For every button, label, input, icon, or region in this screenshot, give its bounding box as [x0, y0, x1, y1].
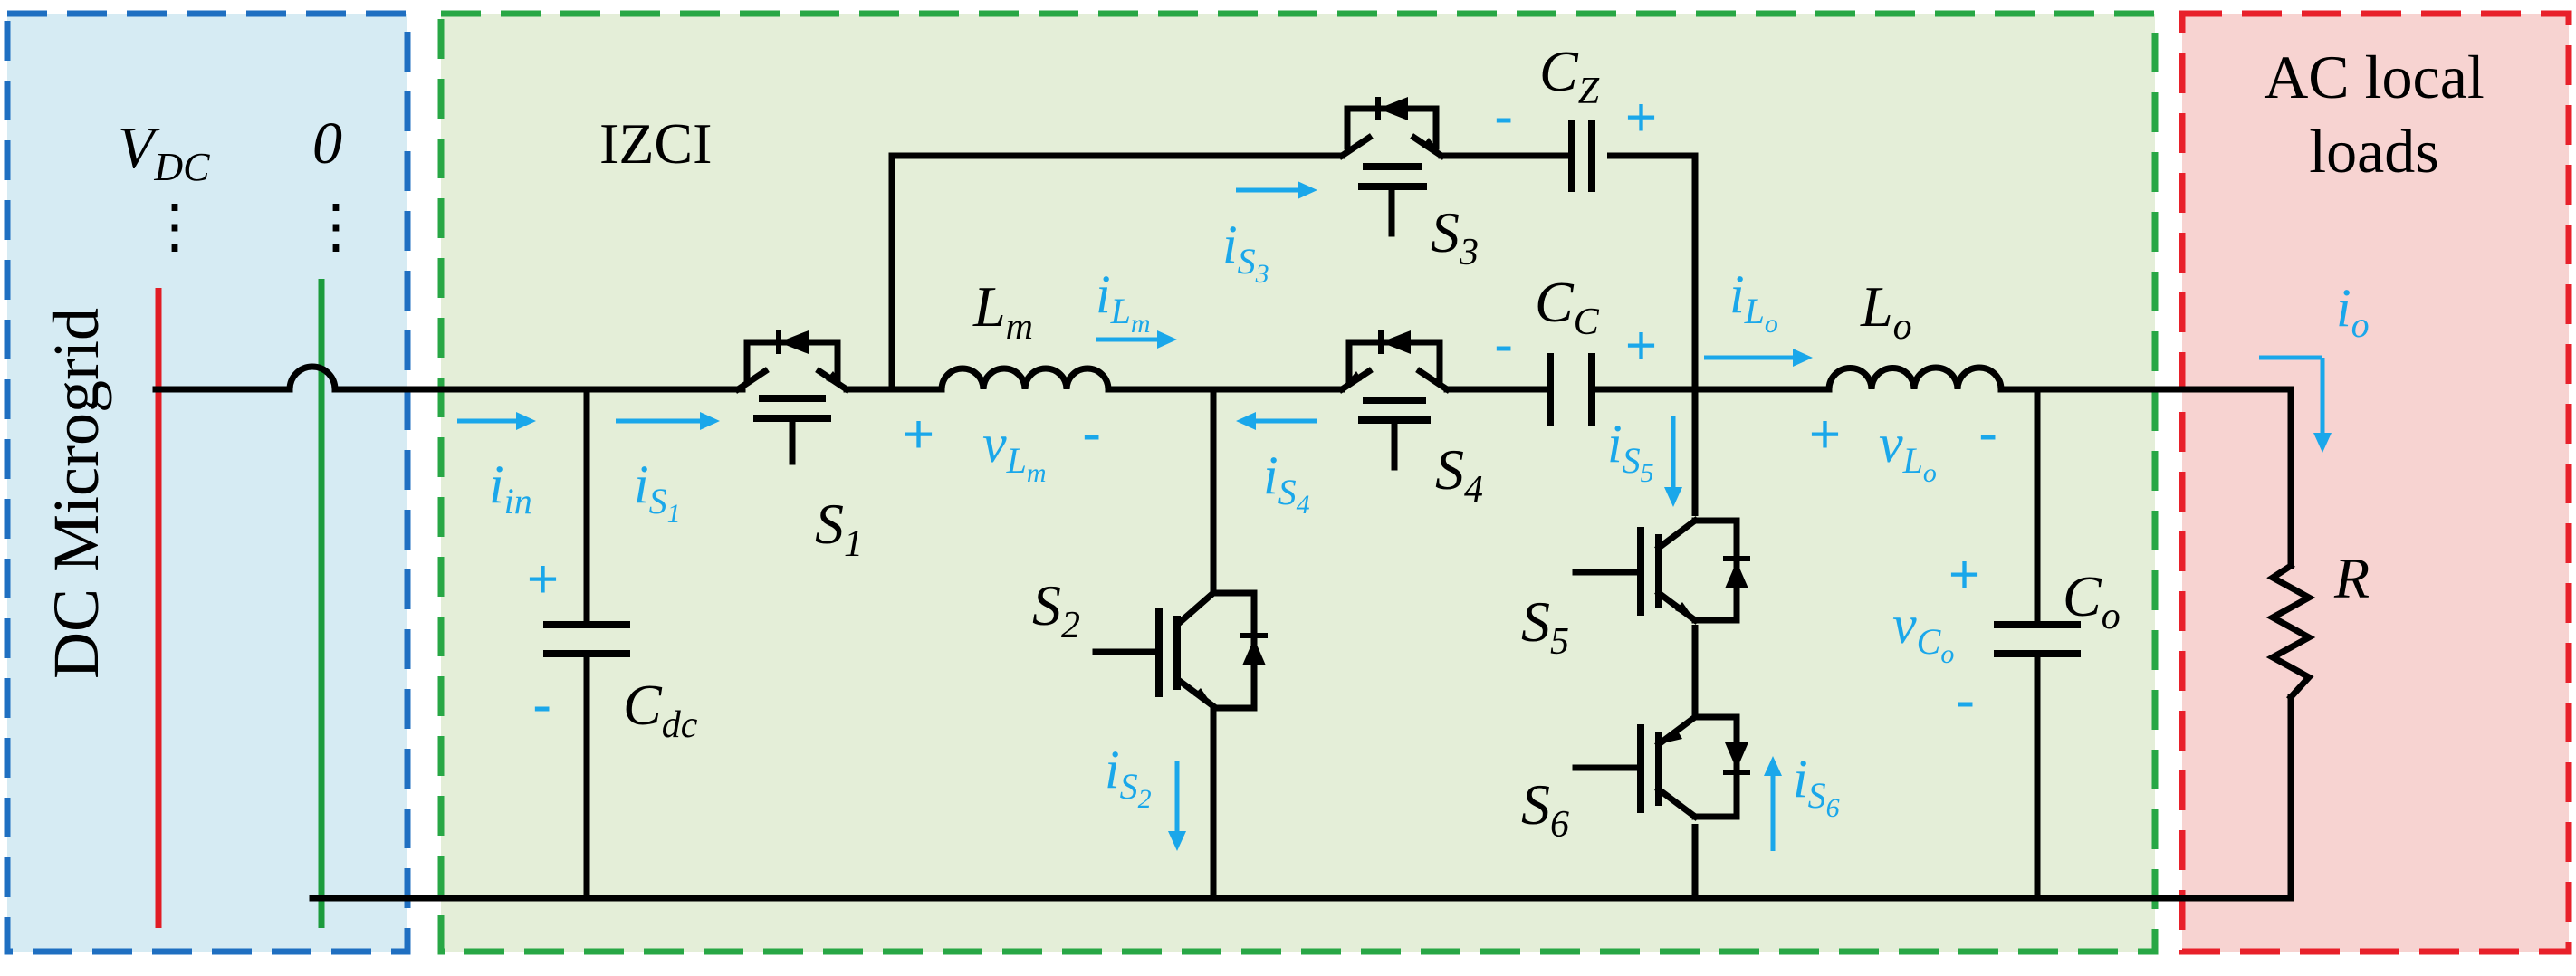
label-s5: S5: [1521, 589, 1569, 663]
label-r: R: [2333, 546, 2370, 610]
capacitor-cdc: [543, 621, 630, 657]
label-is6: iS6: [1793, 749, 1840, 823]
svg-text:-: -: [1978, 400, 1997, 465]
label-iin: iin: [489, 455, 532, 521]
label-lo: Lo: [1860, 274, 1912, 348]
switch-s1: [733, 330, 851, 465]
capacitor-co: [1994, 621, 2081, 657]
izci-region: [437, 10, 2159, 955]
label-is4: iS4: [1263, 445, 1310, 520]
resistor-r: [2265, 561, 2316, 702]
dc-microgrid-label: DC Microgrid: [40, 308, 112, 679]
izci-label: IZCI: [599, 111, 712, 176]
label-io: io: [2336, 278, 2370, 345]
polarity-signs: + - + - + - + - - + - +: [527, 83, 1997, 737]
label-cdc: Cdc: [623, 673, 698, 746]
label-vlo: vLo: [1879, 414, 1937, 488]
label-vco: vCo: [1892, 595, 1954, 669]
vdc-dots: ⋮: [145, 194, 205, 260]
svg-text:-: -: [1494, 83, 1513, 148]
capacitor-cc: [1547, 353, 1595, 426]
svg-text:-: -: [532, 672, 551, 737]
switch-s3: [1337, 97, 1446, 237]
dc-microgrid-region: [4, 10, 411, 955]
label-lm: Lm: [972, 274, 1033, 348]
inductor-lo: [1825, 364, 2005, 393]
switch-s2: [1092, 588, 1268, 712]
label-is1: iS1: [634, 455, 681, 529]
svg-text:+: +: [1949, 544, 1980, 605]
capacitor-cz: [1547, 120, 1607, 192]
label-co: Co: [2063, 564, 2121, 637]
label-ilm: iLm: [1096, 264, 1151, 339]
label-is2: iS2: [1105, 740, 1152, 814]
ac-loads-label-1: AC local: [2264, 43, 2485, 111]
svg-text:+: +: [1625, 315, 1657, 376]
current-arrows: [457, 181, 2332, 851]
label-s4: S4: [1435, 437, 1483, 511]
label-cz: CZ: [1539, 39, 1600, 112]
svg-text:+: +: [1809, 404, 1841, 464]
zero-dots: ⋮: [306, 194, 366, 260]
zero-label: 0: [312, 110, 342, 177]
label-s6: S6: [1521, 772, 1569, 846]
ac-loads-region: [2179, 10, 2572, 955]
label-ilo: iLo: [1729, 264, 1778, 339]
switch-s5: [1572, 516, 1750, 625]
inductor-lm: [938, 365, 1112, 393]
svg-text:+: +: [527, 549, 559, 609]
label-cc: CC: [1535, 270, 1600, 343]
svg-text:-: -: [1494, 311, 1513, 377]
svg-text:+: +: [903, 404, 934, 464]
switch-s6: [1572, 713, 1750, 824]
vdc-label: VDC: [118, 115, 210, 189]
label-vlm: vLm: [982, 414, 1047, 488]
label-s2: S2: [1032, 573, 1080, 646]
switch-s4: [1337, 330, 1451, 471]
svg-text:-: -: [1082, 400, 1101, 465]
ac-loads-label-2: loads: [2309, 117, 2439, 186]
label-is3: iS3: [1222, 215, 1269, 289]
label-is5: iS5: [1607, 414, 1654, 488]
label-s3: S3: [1431, 200, 1479, 273]
label-s1: S1: [815, 492, 863, 565]
svg-text:+: +: [1625, 87, 1657, 148]
svg-text:-: -: [1956, 667, 1975, 732]
